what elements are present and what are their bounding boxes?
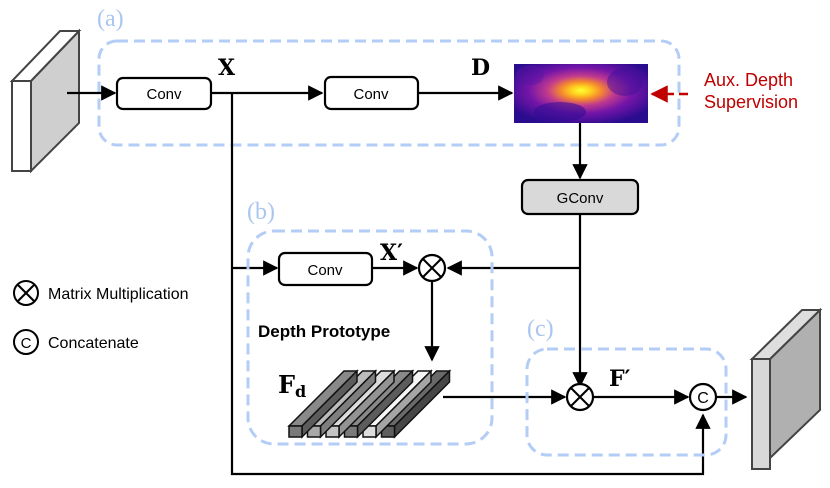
gconv-block-label: GConv <box>557 190 604 207</box>
skip-connection-x <box>230 93 711 476</box>
legend-item-matrix-multiplication: Matrix Multiplication <box>13 280 188 306</box>
legend-label-matrix-multiplication: Matrix Multiplication <box>48 286 188 303</box>
variable-d: D <box>471 55 490 81</box>
concatenate-icon: C <box>13 329 39 355</box>
depth-map-image <box>514 64 648 123</box>
matrix-multiplication-icon <box>13 280 39 306</box>
legend: Matrix Multiplication C Concatenate <box>13 280 188 355</box>
matmul-operator-c <box>565 382 595 412</box>
variable-fd: Fd <box>278 370 306 401</box>
aux-supervision-line1: Aux. Depth <box>704 70 793 90</box>
conv-block-2-label: Conv <box>353 86 389 103</box>
depth-prototype-bars <box>287 369 452 439</box>
variable-x: X <box>218 55 236 81</box>
legend-item-concatenate: C Concatenate <box>13 329 139 355</box>
input-feature-map <box>9 28 82 174</box>
output-feature-map <box>749 307 823 470</box>
region-a-border <box>97 39 681 147</box>
conv-block-3-label: Conv <box>307 262 343 279</box>
conv-block-3: Conv <box>277 251 374 287</box>
region-b-label: (b) <box>247 199 275 225</box>
depth-prototype-label: Depth Prototype <box>258 322 390 341</box>
aux-supervision-line2: Supervision <box>704 92 798 112</box>
variable-f-prime: F′ <box>609 366 631 392</box>
matmul-operator-b <box>417 253 447 283</box>
svg-text:C: C <box>21 335 32 352</box>
region-c-label: (c) <box>527 316 554 342</box>
region-c-border <box>525 347 728 457</box>
concat-symbol: C <box>697 390 709 407</box>
conv-block-2: Conv <box>323 75 420 111</box>
legend-label-concatenate: Concatenate <box>48 335 139 352</box>
prototype-bar <box>287 369 359 439</box>
concat-operator: C <box>688 382 718 412</box>
region-b-border <box>246 229 494 446</box>
variable-x-prime: X′ <box>380 240 403 266</box>
conv-block-1-label: Conv <box>146 86 182 103</box>
gconv-block: GConv <box>520 178 640 216</box>
conv-block-1: Conv <box>115 76 213 111</box>
region-a-label: (a) <box>97 6 124 32</box>
